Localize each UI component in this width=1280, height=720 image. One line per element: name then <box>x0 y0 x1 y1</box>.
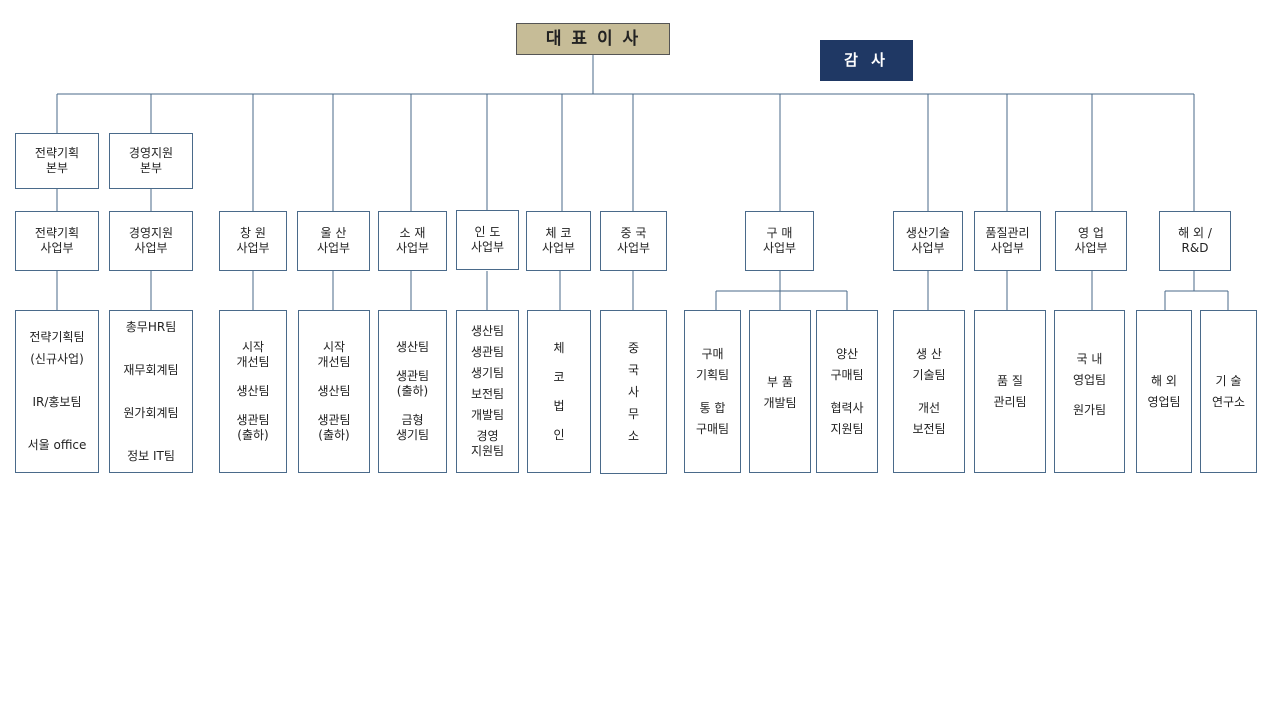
team-line: 중 <box>627 340 640 355</box>
hq-management: 경영지원 본부 <box>109 133 193 189</box>
ceo-box: 대 표 이 사 <box>516 23 670 55</box>
division-sales: 영 업 사업부 <box>1055 211 1127 271</box>
teams-sales: 국 내 영업팀 원가팀 <box>1054 310 1125 473</box>
team-line: 양산 구매팀 <box>830 346 864 382</box>
team-line: 코 <box>553 369 565 384</box>
team-line: 부 품 개발팀 <box>763 375 797 410</box>
team-line: 보전팀 <box>470 387 505 401</box>
division-changwon: 창 원 사업부 <box>219 211 287 271</box>
division-overseas-rnd: 해 외 / R&D <box>1159 211 1231 271</box>
team-line: 생관팀 (출하) <box>317 413 351 442</box>
teams-management: 총무HR팀 재무회계팀 원가회계팀 정보 IT팀 <box>109 310 193 473</box>
division-prodtech: 생산기술 사업부 <box>893 211 963 271</box>
team-line: 사 <box>627 384 640 399</box>
teams-prodtech: 생 산 기술팀 개선 보전팀 <box>893 310 965 473</box>
team-line: 생관팀 (출하) <box>236 413 270 442</box>
team-line: 국 내 영업팀 <box>1072 352 1107 387</box>
teams-purchase-parts: 부 품 개발팀 <box>749 310 811 473</box>
teams-india: 생산팀 생관팀 생기팀 보전팀 개발팀 경영 지원팀 <box>456 310 519 473</box>
team-line: 총무HR팀 <box>125 319 177 334</box>
teams-purchase-plan: 구매 기획팀 통 합 구매팀 <box>684 310 741 473</box>
team-line: 법 <box>553 398 565 413</box>
team-line: 시작 개선팀 <box>317 340 351 369</box>
division-china: 중 국 사업부 <box>600 211 667 271</box>
team-line: 생관팀 (출하) <box>395 369 430 398</box>
teams-purchase-mass: 양산 구매팀 협력사 지원팀 <box>816 310 878 473</box>
team-line: (신규사업) <box>30 352 84 366</box>
team-line: 구매 기획팀 <box>695 346 730 382</box>
division-ulsan: 울 산 사업부 <box>297 211 370 271</box>
team-line: 시작 개선팀 <box>236 340 270 369</box>
teams-research: 기 술 연구소 <box>1200 310 1257 473</box>
teams-ulsan: 시작 개선팀 생산팀 생관팀 (출하) <box>298 310 370 473</box>
team-line: 전략기획팀 <box>29 330 85 344</box>
division-czech: 체 코 사업부 <box>526 211 591 271</box>
team-line: 생산팀 <box>236 384 270 398</box>
team-line: 품 질 관리팀 <box>993 373 1027 409</box>
team-line: 금형 생기팀 <box>395 413 430 442</box>
team-line: 통 합 구매팀 <box>695 400 730 436</box>
team-line: 개선 보전팀 <box>912 400 946 436</box>
division-quality: 품질관리 사업부 <box>974 211 1041 271</box>
teams-materials: 생산팀 생관팀 (출하) 금형 생기팀 <box>378 310 447 473</box>
teams-strategy: 전략기획팀 (신규사업) IR/홍보팀 서울 office <box>15 310 99 473</box>
team-line: 경영 지원팀 <box>470 429 505 458</box>
team-line: 원가회계팀 <box>123 405 179 420</box>
team-line: 체 <box>553 340 565 355</box>
team-line: 생관팀 <box>470 345 505 359</box>
team-line: 국 <box>627 362 640 377</box>
hq-strategy: 전략기획 본부 <box>15 133 99 189</box>
division-management: 경영지원 사업부 <box>109 211 193 271</box>
division-materials: 소 재 사업부 <box>378 211 447 271</box>
teams-overseas-sales: 해 외 영업팀 <box>1136 310 1192 473</box>
teams-china: 중 국 사 무 소 <box>600 310 667 474</box>
teams-changwon: 시작 개선팀 생산팀 생관팀 (출하) <box>219 310 287 473</box>
team-line: 원가팀 <box>1072 403 1107 417</box>
team-line: 인 <box>553 427 565 442</box>
division-india: 인 도 사업부 <box>456 210 519 270</box>
team-line: 무 <box>627 406 640 421</box>
team-line: 생기팀 <box>470 366 505 380</box>
team-line: 생 산 기술팀 <box>912 346 946 382</box>
division-strategy: 전략기획 사업부 <box>15 211 99 271</box>
team-line: 정보 IT팀 <box>127 448 175 463</box>
team-line: 기 술 연구소 <box>1211 373 1246 409</box>
division-purchase: 구 매 사업부 <box>745 211 814 271</box>
audit-box: 감 사 <box>820 40 913 81</box>
team-line: 생산팀 <box>470 324 505 338</box>
team-line: IR/홍보팀 <box>32 395 82 409</box>
team-line: 소 <box>627 428 640 443</box>
team-line: 재무회계팀 <box>123 362 179 377</box>
team-line: 협력사 지원팀 <box>830 400 864 436</box>
team-line: 생산팀 <box>317 384 351 398</box>
teams-quality: 품 질 관리팀 <box>974 310 1046 473</box>
teams-czech: 체 코 법 인 <box>527 310 591 473</box>
team-line: 생산팀 <box>395 340 430 354</box>
team-line: 개발팀 <box>470 408 505 422</box>
team-line: 서울 office <box>27 438 87 452</box>
team-line: 해 외 영업팀 <box>1147 373 1181 409</box>
